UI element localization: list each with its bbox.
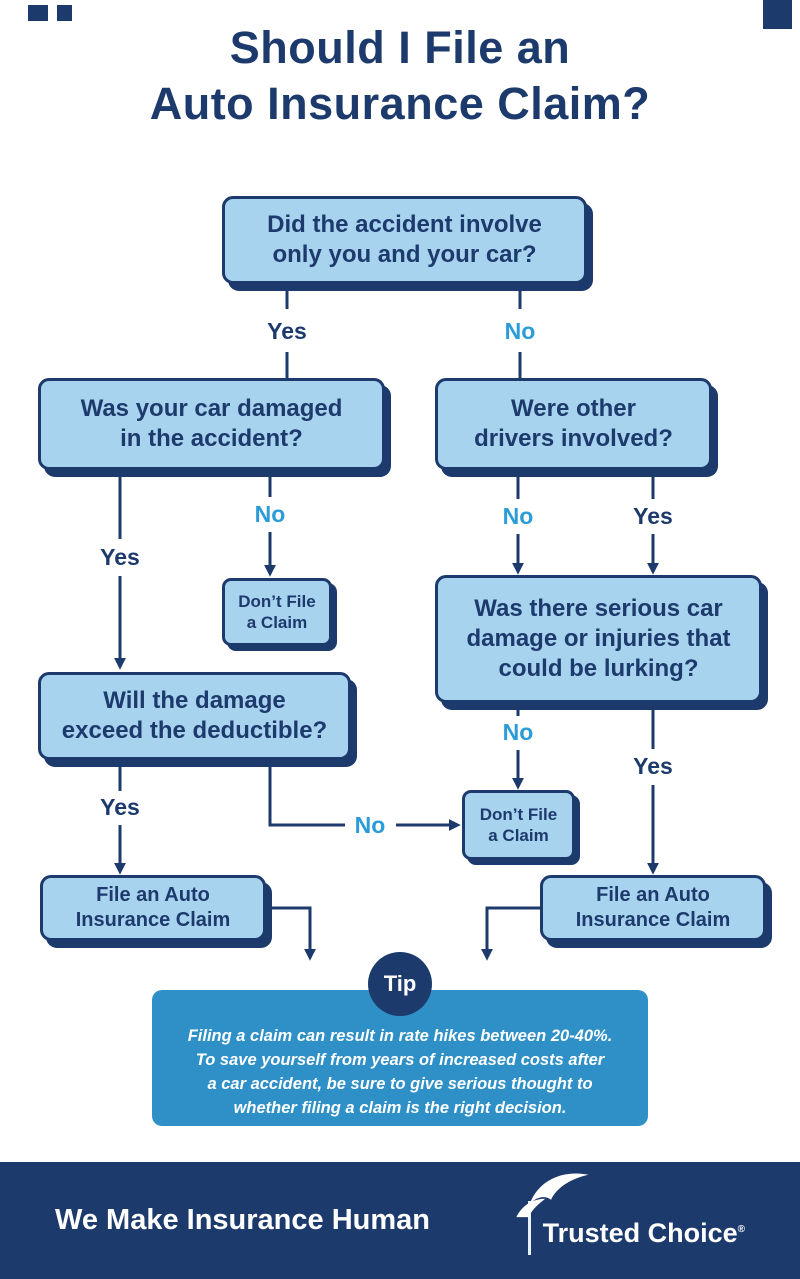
node-accident-question: Did the accident involve only you and yo… xyxy=(222,196,587,284)
node-dont-file-claim-2: Don’t File a Claim xyxy=(462,790,575,860)
node-text-line: File an Auto xyxy=(96,884,210,906)
connector xyxy=(268,760,345,827)
decorative-square xyxy=(28,5,48,21)
page-title: Should I File an Auto Insurance Claim? xyxy=(0,20,800,132)
node-file-claim-left: File an Auto Insurance Claim xyxy=(40,875,266,941)
edge-label-yes: Yes xyxy=(633,753,673,779)
decorative-square xyxy=(763,0,792,29)
node-text-line: Don’t File xyxy=(479,804,558,824)
eagle-icon xyxy=(515,1172,589,1217)
page-title-line2: Auto Insurance Claim? xyxy=(149,78,651,129)
node-text-line: Don’t File xyxy=(238,591,316,611)
node-text-line: could be lurking? xyxy=(498,655,699,682)
connector-arrow xyxy=(265,906,316,961)
brand-divider xyxy=(527,1200,531,1255)
node-text-line: a Claim xyxy=(246,613,308,632)
node-text-line: in the accident? xyxy=(120,425,303,452)
tip-text-line: whether filing a claim is the right deci… xyxy=(233,1099,567,1117)
tip-badge: Tip xyxy=(368,952,432,1016)
edge-label-no: No xyxy=(254,501,286,527)
node-other-drivers-question: Were other drivers involved? xyxy=(435,378,712,470)
brand-name: Trusted Choice® xyxy=(543,1218,745,1255)
footer-tagline: We Make Insurance Human xyxy=(55,1204,430,1236)
node-text-line: Did the accident involve xyxy=(267,211,542,238)
node-text-line: only you and your car? xyxy=(272,241,537,268)
node-text-line: Was there serious car xyxy=(474,595,723,622)
brand-logo: Trusted Choice® xyxy=(515,1172,745,1255)
edge-label-no: No xyxy=(502,503,534,529)
node-text-line: a Claim xyxy=(488,826,549,845)
edge-label-no: No xyxy=(502,719,534,745)
footer-bar: We Make Insurance Human Trusted Choice® xyxy=(0,1162,800,1279)
node-text-line: Insurance Claim xyxy=(75,909,231,931)
node-text-line: exceed the deductible? xyxy=(61,717,328,744)
node-file-claim-right: File an Auto Insurance Claim xyxy=(540,875,766,941)
node-dont-file-claim-1: Don’t File a Claim xyxy=(222,578,332,646)
edge-label-yes: Yes xyxy=(267,318,307,344)
page-title-line1: Should I File an xyxy=(229,22,571,73)
tip-text-line: Filing a claim can result in rate hikes … xyxy=(187,1027,613,1045)
connector-arrow xyxy=(481,906,540,961)
tip-badge-label: Tip xyxy=(383,971,417,996)
registered-mark: ® xyxy=(737,1223,745,1235)
node-text-line: Was your car damaged xyxy=(80,395,343,422)
node-text-line: Will the damage xyxy=(103,687,286,714)
tip-text-line: To save yourself from years of increased… xyxy=(195,1051,605,1069)
brand-name-text: Trusted Choice xyxy=(542,1217,738,1248)
node-serious-damage-question: Was there serious car damage or injuries… xyxy=(435,575,762,703)
edge-label-no: No xyxy=(354,812,386,838)
node-text-line: File an Auto xyxy=(596,884,710,906)
node-text-line: drivers involved? xyxy=(474,425,673,452)
tip-text-line: a car accident, be sure to give serious … xyxy=(207,1075,593,1093)
node-car-damaged-question: Was your car damaged in the accident? xyxy=(38,378,385,470)
edge-label-yes: Yes xyxy=(633,503,673,529)
node-text-line: damage or injuries that xyxy=(466,625,731,652)
node-exceed-deductible-question: Will the damage exceed the deductible? xyxy=(38,672,351,760)
edge-label-yes: Yes xyxy=(100,544,140,570)
node-text-line: Insurance Claim xyxy=(575,909,731,931)
decorative-square xyxy=(57,5,72,21)
edge-label-yes: Yes xyxy=(100,794,140,820)
node-text-line: Were other xyxy=(511,395,636,422)
edge-label-no: No xyxy=(504,318,536,344)
